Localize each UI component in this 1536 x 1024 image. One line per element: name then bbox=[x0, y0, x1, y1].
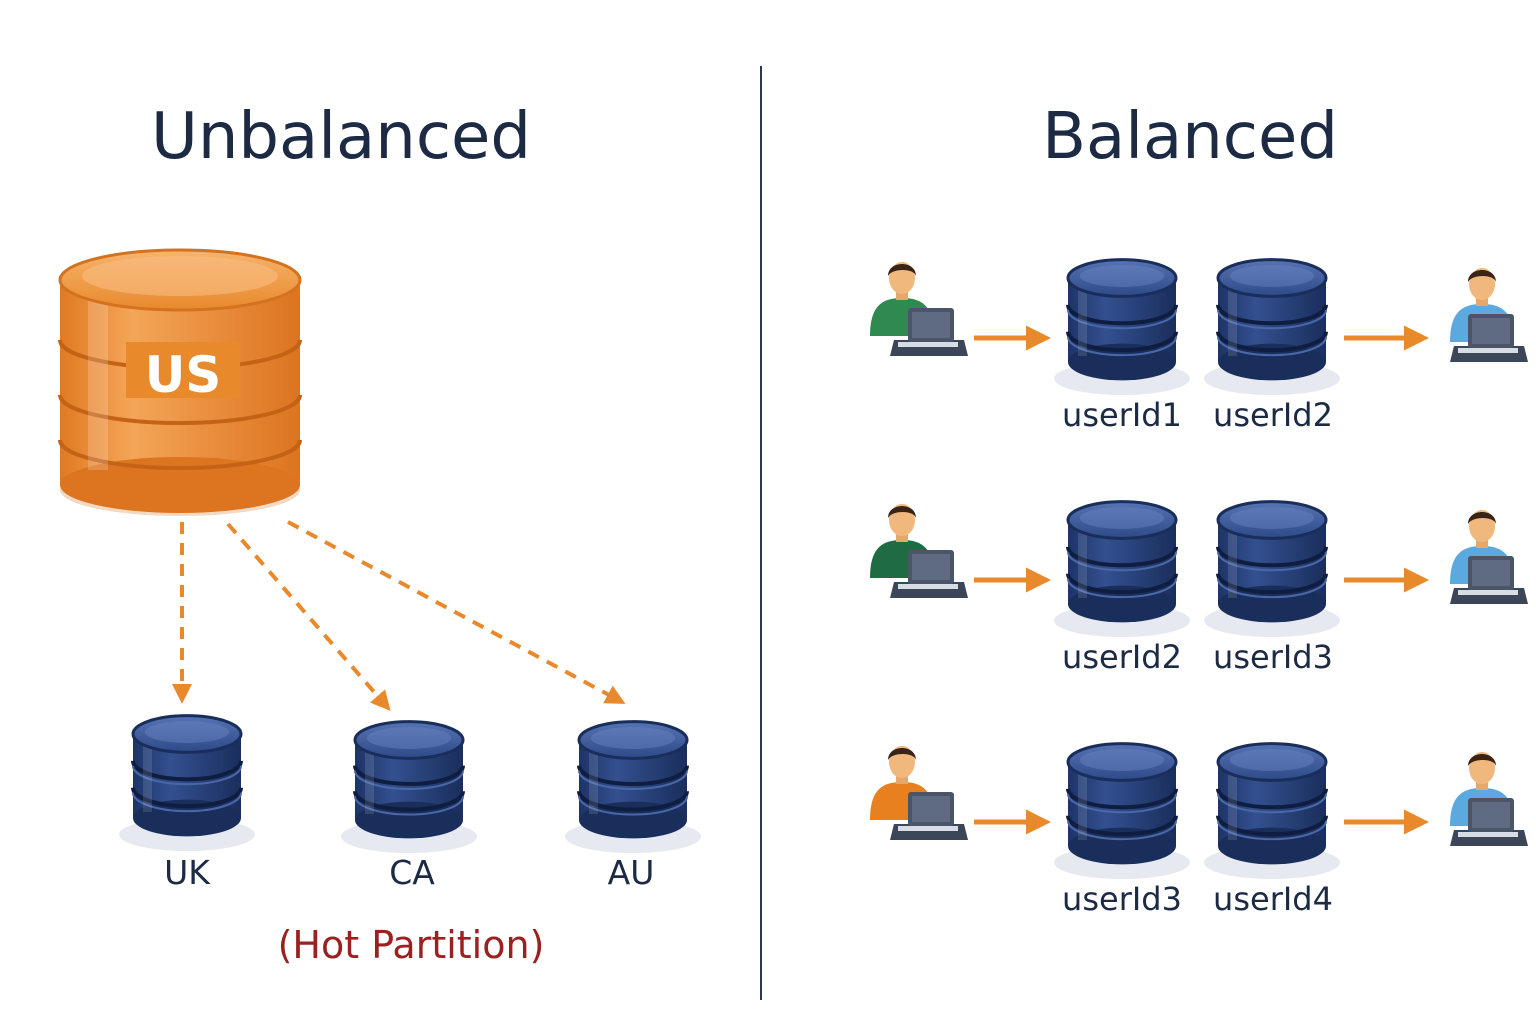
uk-label: UK bbox=[164, 853, 211, 892]
shard-database-icon bbox=[1204, 742, 1340, 880]
shard-label: userId2 bbox=[1213, 396, 1333, 434]
shard-label: userId1 bbox=[1062, 396, 1182, 434]
shard-database-icon bbox=[1054, 258, 1190, 396]
shard-database-icon bbox=[1054, 742, 1190, 880]
au-database-icon bbox=[565, 720, 701, 854]
user-icon bbox=[870, 746, 968, 840]
hot-partition-note: (Hot Partition) bbox=[278, 923, 545, 967]
shard-database-icon bbox=[1204, 258, 1340, 396]
arrow-us-to-au bbox=[287, 520, 626, 704]
us-database-icon: US bbox=[58, 248, 302, 516]
ca-database-icon bbox=[341, 720, 477, 854]
shard-database-icon bbox=[1054, 500, 1190, 638]
balanced-row: userId1 userId2 bbox=[870, 258, 1528, 434]
shard-database-icon bbox=[1204, 500, 1340, 638]
au-label: AU bbox=[608, 853, 655, 892]
balanced-row: userId3 userId4 bbox=[870, 742, 1528, 918]
client-icon bbox=[1450, 510, 1528, 604]
user-icon bbox=[870, 262, 968, 356]
unbalanced-title: Unbalanced bbox=[151, 100, 531, 174]
shard-label: userId3 bbox=[1213, 638, 1333, 676]
client-icon bbox=[1450, 752, 1528, 846]
client-icon bbox=[1450, 268, 1528, 362]
balanced-title: Balanced bbox=[1042, 100, 1338, 174]
uk-database-icon bbox=[119, 714, 255, 852]
shard-label: userId4 bbox=[1213, 880, 1333, 918]
us-database-label: US bbox=[145, 346, 222, 404]
user-icon bbox=[870, 504, 968, 598]
balanced-row: userId2 userId3 bbox=[870, 500, 1528, 676]
shard-label: userId3 bbox=[1062, 880, 1182, 918]
ca-label: CA bbox=[389, 853, 435, 892]
arrow-us-to-ca bbox=[226, 522, 391, 712]
shard-label: userId2 bbox=[1062, 638, 1182, 676]
